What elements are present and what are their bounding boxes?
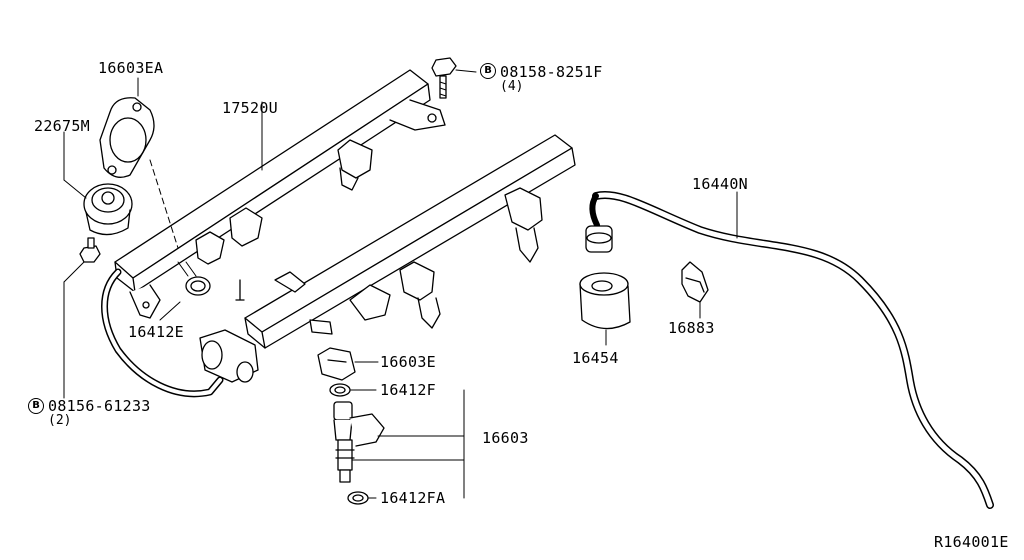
injector-clip-16603e bbox=[317, 347, 379, 381]
fuel-feed-tube bbox=[101, 268, 259, 398]
label-08156-61233: 08156-61233 bbox=[48, 397, 151, 415]
gasket-16603ea bbox=[99, 77, 179, 249]
bolt-marker-icon: B bbox=[28, 398, 44, 414]
label-16412f: 16412F bbox=[380, 381, 436, 399]
label-16603: 16603 bbox=[482, 429, 529, 447]
label-16603ea: 16603EA bbox=[98, 59, 164, 77]
label-bolt-damper-qty: (2) bbox=[48, 413, 72, 428]
label-bolt-rail-qty: (4) bbox=[500, 79, 524, 94]
upper-o-ring-16412f bbox=[329, 383, 377, 397]
fuel-rail-lower bbox=[235, 134, 576, 349]
injector-assembly-16603 bbox=[333, 389, 465, 499]
bolt-08158-8251f bbox=[431, 57, 477, 99]
bolt-08156-61233 bbox=[63, 237, 101, 399]
fuel-hose-16440n bbox=[585, 190, 994, 509]
label-16412e: 16412E bbox=[128, 323, 184, 341]
label-16603e: 16603E bbox=[380, 353, 436, 371]
label-16454: 16454 bbox=[572, 349, 619, 367]
pressure-damper-22675m bbox=[63, 131, 133, 236]
o-ring-16412e bbox=[159, 261, 211, 321]
label-08158-8251f: 08158-8251F bbox=[500, 63, 603, 81]
label-16412fa: 16412FA bbox=[380, 489, 446, 507]
protector-16454 bbox=[579, 272, 631, 346]
label-16440n: 16440N bbox=[692, 175, 748, 193]
bolt-marker-icon: B bbox=[480, 63, 496, 79]
label-17520u: 17520U bbox=[222, 99, 278, 117]
label-22675m: 22675M bbox=[34, 117, 90, 135]
label-16883: 16883 bbox=[668, 319, 715, 337]
fuel-rail-upper-17520u bbox=[114, 69, 446, 319]
hose-clamp-16883 bbox=[681, 261, 709, 319]
lower-o-ring-16412fa bbox=[347, 491, 377, 505]
figure-code: R164001E bbox=[934, 533, 1009, 551]
